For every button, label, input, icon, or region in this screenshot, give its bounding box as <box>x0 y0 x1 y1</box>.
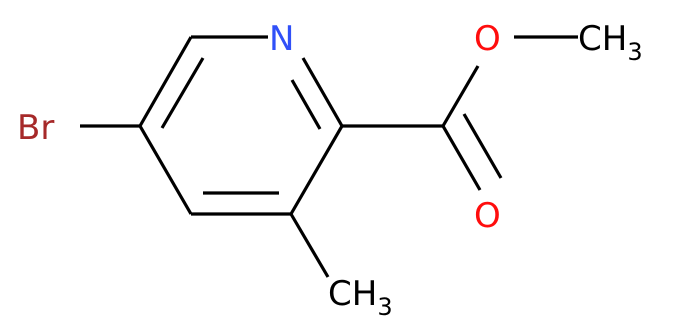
bromine-label: Br <box>17 108 54 148</box>
nitrogen-label: N <box>269 19 294 59</box>
ester-oxygen-label: O <box>474 19 501 59</box>
ester-methyl-subscript: 3 <box>627 38 642 66</box>
ring-methyl-main: CH <box>328 274 377 314</box>
carbonyl-oxygen-label: O <box>474 196 501 236</box>
bonds <box>80 35 578 278</box>
bond-c2-c3 <box>289 125 344 215</box>
ester-methyl-label: CH3 <box>578 19 643 66</box>
bond-c5-c6-inner <box>160 57 205 129</box>
bond-carbonyl-double-b <box>462 113 503 179</box>
bond-carbonyl-o-ester <box>441 65 480 127</box>
bond-n1-c2 <box>301 57 344 127</box>
atom-labels: Br N O O CH3 CH3 <box>17 19 643 321</box>
bond-carbonyl-double-a <box>441 125 482 191</box>
bond-c5-c6 <box>138 36 193 127</box>
ester-methyl-main: CH <box>578 19 627 59</box>
ring-methyl-subscript: 3 <box>377 293 392 321</box>
bond-c3-methyl <box>289 213 330 278</box>
ring-methyl-label: CH3 <box>328 274 393 321</box>
bond-n1-c2-inner <box>290 79 322 130</box>
bond-c4-c5 <box>138 125 193 215</box>
